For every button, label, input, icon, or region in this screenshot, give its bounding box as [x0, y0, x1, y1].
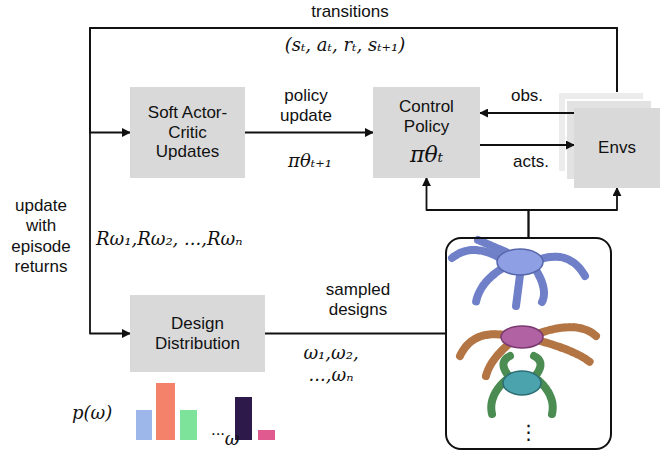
connector: [245, 132, 373, 134]
episode-returns: Rω₁,Rω₂, ...,Rωₙ: [96, 228, 286, 250]
transition-tuple: (sₜ, aₜ, rₜ, sₜ₊₁): [230, 34, 460, 56]
robot-blue: [452, 240, 585, 306]
process-box: Soft Actor-Critic Updates: [130, 87, 245, 178]
distribution-bars: [136, 383, 275, 440]
edge-label: acts.: [506, 152, 556, 172]
connector: [480, 144, 574, 146]
ellipsis: ...: [204, 420, 232, 440]
node-text: Control Policy: [379, 97, 474, 136]
robot-green: [491, 356, 552, 414]
distribution-box: Design Distribution: [130, 295, 265, 372]
design-panel: ⋮: [445, 237, 612, 450]
env-box: Envs: [574, 108, 660, 188]
connector: [427, 178, 529, 237]
policy-box: Control Policy πθₜ: [373, 87, 480, 178]
edge-label: transitions: [295, 2, 405, 22]
connector: [265, 333, 445, 335]
connector: [529, 188, 618, 237]
node-text: ⋮: [519, 421, 539, 444]
edge-label: policy update: [268, 86, 344, 127]
policy-symbol: πθₜ₊₁: [270, 150, 350, 172]
design-samples: ω₁,ω₂, ...,ωₙ: [290, 342, 372, 385]
node-text: Envs: [598, 138, 636, 158]
edge-label: obs.: [502, 86, 552, 106]
axis-label: p(ω): [72, 402, 132, 424]
node-text: Design Distribution: [136, 314, 259, 353]
connector: [480, 112, 574, 114]
node-text: Soft Actor-Critic Updates: [136, 103, 239, 162]
edge-label: update with episode returns: [4, 196, 78, 278]
robot-brown: [460, 326, 596, 376]
edge-label: sampled designs: [310, 280, 406, 321]
connector: [90, 28, 617, 334]
node-text: πθₜ: [410, 142, 443, 167]
